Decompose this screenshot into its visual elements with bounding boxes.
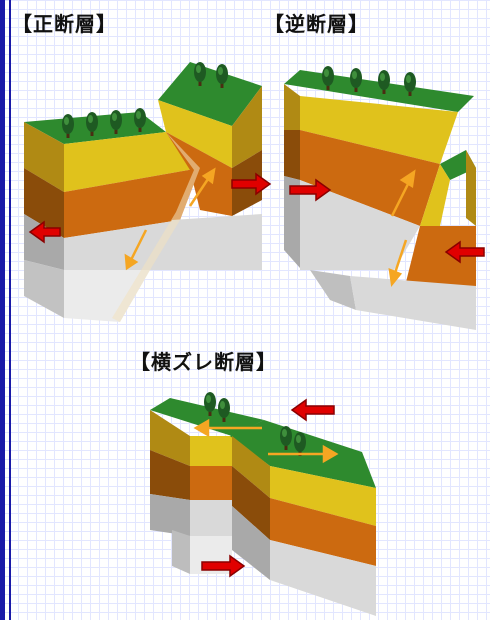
strike-slip-fault-title: 【横ズレ断層】	[130, 350, 277, 374]
normal-fault-diagram	[24, 62, 272, 322]
normal-right-block	[150, 62, 262, 270]
reverse-fault-title: 【逆断層】	[264, 12, 369, 36]
strike-slip-fault-diagram	[150, 392, 376, 616]
page-left-border	[0, 0, 16, 620]
normal-fault-title: 【正断層】	[12, 12, 117, 36]
reverse-fault-diagram	[284, 66, 485, 330]
